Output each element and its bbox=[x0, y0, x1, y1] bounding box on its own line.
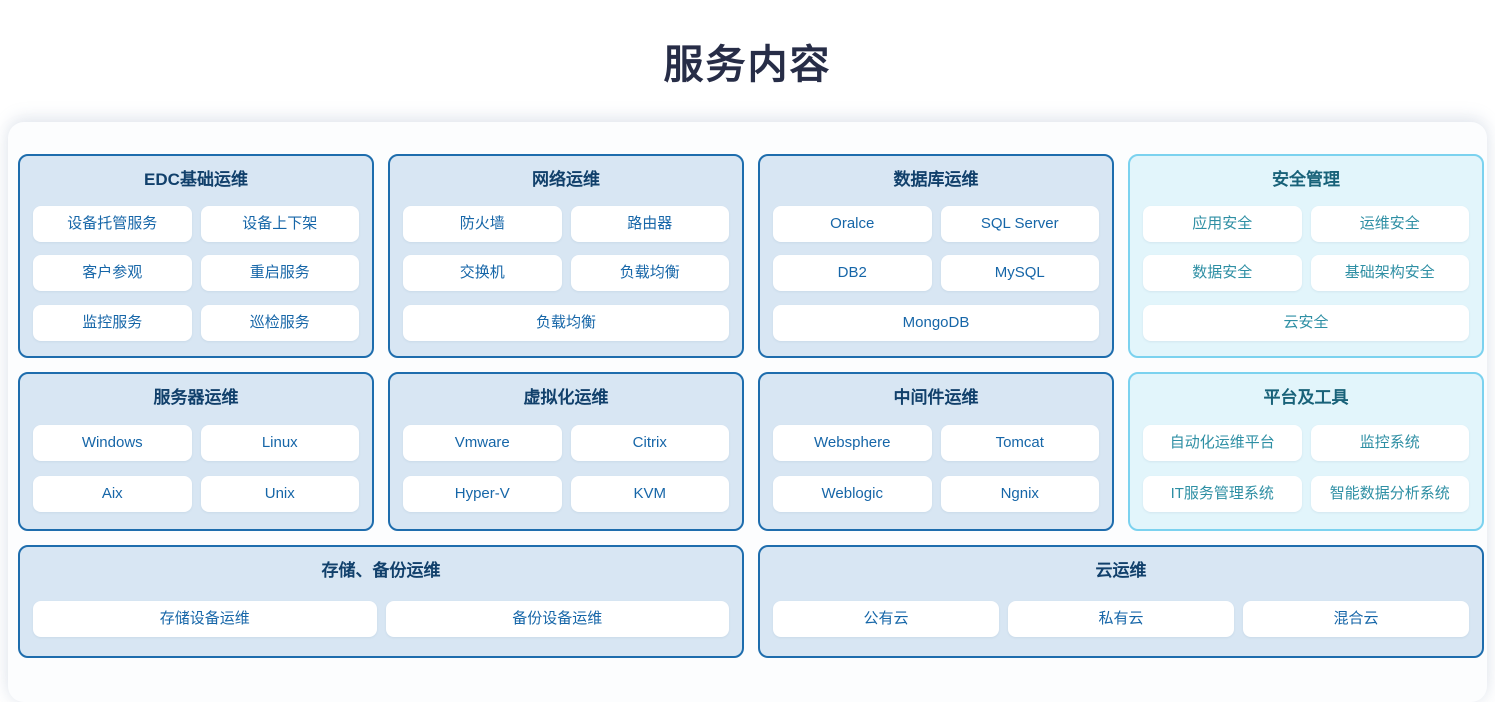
service-item: Hyper-V bbox=[403, 476, 562, 512]
service-item-row: Windows Linux bbox=[33, 425, 359, 461]
service-item: 设备上下架 bbox=[200, 205, 359, 242]
service-item: SQL Server bbox=[940, 205, 1099, 242]
service-item: 自动化运维平台 bbox=[1143, 425, 1302, 461]
service-item-row: Aix Unix bbox=[33, 476, 359, 512]
service-item: 混合云 bbox=[1243, 600, 1469, 637]
card-title: 虚拟化运维 bbox=[523, 388, 609, 407]
service-item: 巡检服务 bbox=[200, 304, 359, 341]
service-item: 监控服务 bbox=[33, 304, 192, 341]
service-item-row: 云安全 bbox=[1143, 304, 1469, 341]
service-item-row: Weblogic Ngnix bbox=[773, 476, 1099, 512]
service-item-row: 负载均衡 bbox=[403, 304, 729, 341]
service-item-row: Websphere Tomcat bbox=[773, 425, 1099, 461]
card-security-mgmt: 安全管理 应用安全 运维安全 数据安全 基础架构安全 云安全 bbox=[1128, 154, 1484, 358]
service-item-list: Oralce SQL Server DB2 MySQL MongoDB bbox=[773, 192, 1099, 356]
service-item-row: 设备托管服务 设备上下架 bbox=[33, 205, 359, 242]
service-item: 监控系统 bbox=[1310, 425, 1469, 461]
service-item-list: 存储设备运维 备份设备运维 bbox=[33, 583, 729, 656]
service-item: 路由器 bbox=[570, 205, 729, 242]
service-item-row: 客户参观 重启服务 bbox=[33, 255, 359, 291]
service-item: Weblogic bbox=[773, 476, 932, 512]
service-item: 云安全 bbox=[1143, 304, 1469, 341]
service-item-row: 监控服务 巡检服务 bbox=[33, 304, 359, 341]
service-item-row: MongoDB bbox=[773, 304, 1099, 341]
service-item: 数据安全 bbox=[1143, 255, 1302, 291]
service-item-row: 防火墙 路由器 bbox=[403, 205, 729, 242]
service-item: Vmware bbox=[403, 425, 562, 461]
card-title: EDC基础运维 bbox=[144, 170, 248, 189]
service-item: Tomcat bbox=[940, 425, 1099, 461]
service-item: MySQL bbox=[940, 255, 1099, 291]
card-server-ops: 服务器运维 Windows Linux Aix Unix bbox=[18, 372, 374, 531]
service-item: 客户参观 bbox=[33, 255, 192, 291]
service-item: Ngnix bbox=[940, 476, 1099, 512]
card-middleware-ops: 中间件运维 Websphere Tomcat Weblogic Ngnix bbox=[758, 372, 1114, 531]
service-item: Aix bbox=[33, 476, 192, 512]
service-item: 负载均衡 bbox=[570, 255, 729, 291]
service-item: 应用安全 bbox=[1143, 205, 1302, 242]
service-item: MongoDB bbox=[773, 304, 1099, 341]
service-item: 防火墙 bbox=[403, 205, 562, 242]
service-item-row: 自动化运维平台 监控系统 bbox=[1143, 425, 1469, 461]
card-title: 安全管理 bbox=[1272, 170, 1340, 189]
service-item: Windows bbox=[33, 425, 192, 461]
service-item: 存储设备运维 bbox=[33, 600, 377, 637]
service-item-list: 设备托管服务 设备上下架 客户参观 重启服务 监控服务 巡检服务 bbox=[33, 192, 359, 356]
service-item: 设备托管服务 bbox=[33, 205, 192, 242]
service-item-list: 自动化运维平台 监控系统 IT服务管理系统 智能数据分析系统 bbox=[1143, 410, 1469, 529]
card-title: 存储、备份运维 bbox=[321, 561, 441, 580]
service-item: 基础架构安全 bbox=[1310, 255, 1469, 291]
service-item: KVM bbox=[570, 476, 729, 512]
service-item: 交换机 bbox=[403, 255, 562, 291]
card-title: 云运维 bbox=[1095, 561, 1147, 580]
service-item: Unix bbox=[200, 476, 359, 512]
service-item: 负载均衡 bbox=[403, 304, 729, 341]
service-item: 智能数据分析系统 bbox=[1310, 476, 1469, 512]
card-network-ops: 网络运维 防火墙 路由器 交换机 负载均衡 负载均衡 bbox=[388, 154, 744, 358]
card-title: 数据库运维 bbox=[893, 170, 979, 189]
service-item: Websphere bbox=[773, 425, 932, 461]
service-item-list: 防火墙 路由器 交换机 负载均衡 负载均衡 bbox=[403, 192, 729, 356]
service-item-row: Oralce SQL Server bbox=[773, 205, 1099, 242]
page-title: 服务内容 bbox=[663, 43, 832, 87]
service-item: Oralce bbox=[773, 205, 932, 242]
card-cloud-ops: 云运维 公有云 私有云 混合云 bbox=[758, 545, 1484, 658]
service-item-row: 公有云 私有云 混合云 bbox=[773, 600, 1469, 637]
service-item-row: Vmware Citrix bbox=[403, 425, 729, 461]
card-database-ops: 数据库运维 Oralce SQL Server DB2 MySQL MongoD… bbox=[758, 154, 1114, 358]
service-item-row: 交换机 负载均衡 bbox=[403, 255, 729, 291]
service-item: Citrix bbox=[570, 425, 729, 461]
service-item: 运维安全 bbox=[1310, 205, 1469, 242]
service-item-list: Vmware Citrix Hyper-V KVM bbox=[403, 410, 729, 529]
card-storage-backup-ops: 存储、备份运维 存储设备运维 备份设备运维 bbox=[18, 545, 744, 658]
content-panel: EDC基础运维 设备托管服务 设备上下架 客户参观 重启服务 监控服务 巡检服务… bbox=[8, 122, 1487, 702]
service-cards-grid: EDC基础运维 设备托管服务 设备上下架 客户参观 重启服务 监控服务 巡检服务… bbox=[18, 154, 1484, 658]
service-item: 重启服务 bbox=[200, 255, 359, 291]
card-title: 中间件运维 bbox=[893, 388, 979, 407]
card-title: 平台及工具 bbox=[1263, 388, 1349, 407]
service-item-list: Websphere Tomcat Weblogic Ngnix bbox=[773, 410, 1099, 529]
service-item-row: 应用安全 运维安全 bbox=[1143, 205, 1469, 242]
service-item: 私有云 bbox=[1008, 600, 1234, 637]
card-edc-basic-ops: EDC基础运维 设备托管服务 设备上下架 客户参观 重启服务 监控服务 巡检服务 bbox=[18, 154, 374, 358]
service-item-row: 存储设备运维 备份设备运维 bbox=[33, 600, 729, 637]
service-item: Linux bbox=[200, 425, 359, 461]
card-title: 网络运维 bbox=[532, 170, 600, 189]
service-item: DB2 bbox=[773, 255, 932, 291]
service-item-row: DB2 MySQL bbox=[773, 255, 1099, 291]
service-item: 公有云 bbox=[773, 600, 999, 637]
service-item-list: Windows Linux Aix Unix bbox=[33, 410, 359, 529]
service-item-row: Hyper-V KVM bbox=[403, 476, 729, 512]
card-virtualization-ops: 虚拟化运维 Vmware Citrix Hyper-V KVM bbox=[388, 372, 744, 531]
card-platform-tools: 平台及工具 自动化运维平台 监控系统 IT服务管理系统 智能数据分析系统 bbox=[1128, 372, 1484, 531]
service-item-list: 应用安全 运维安全 数据安全 基础架构安全 云安全 bbox=[1143, 192, 1469, 356]
service-item-list: 公有云 私有云 混合云 bbox=[773, 583, 1469, 656]
service-item: 备份设备运维 bbox=[385, 600, 729, 637]
card-title: 服务器运维 bbox=[153, 388, 239, 407]
service-item-row: IT服务管理系统 智能数据分析系统 bbox=[1143, 476, 1469, 512]
service-item: IT服务管理系统 bbox=[1143, 476, 1302, 512]
service-item-row: 数据安全 基础架构安全 bbox=[1143, 255, 1469, 291]
